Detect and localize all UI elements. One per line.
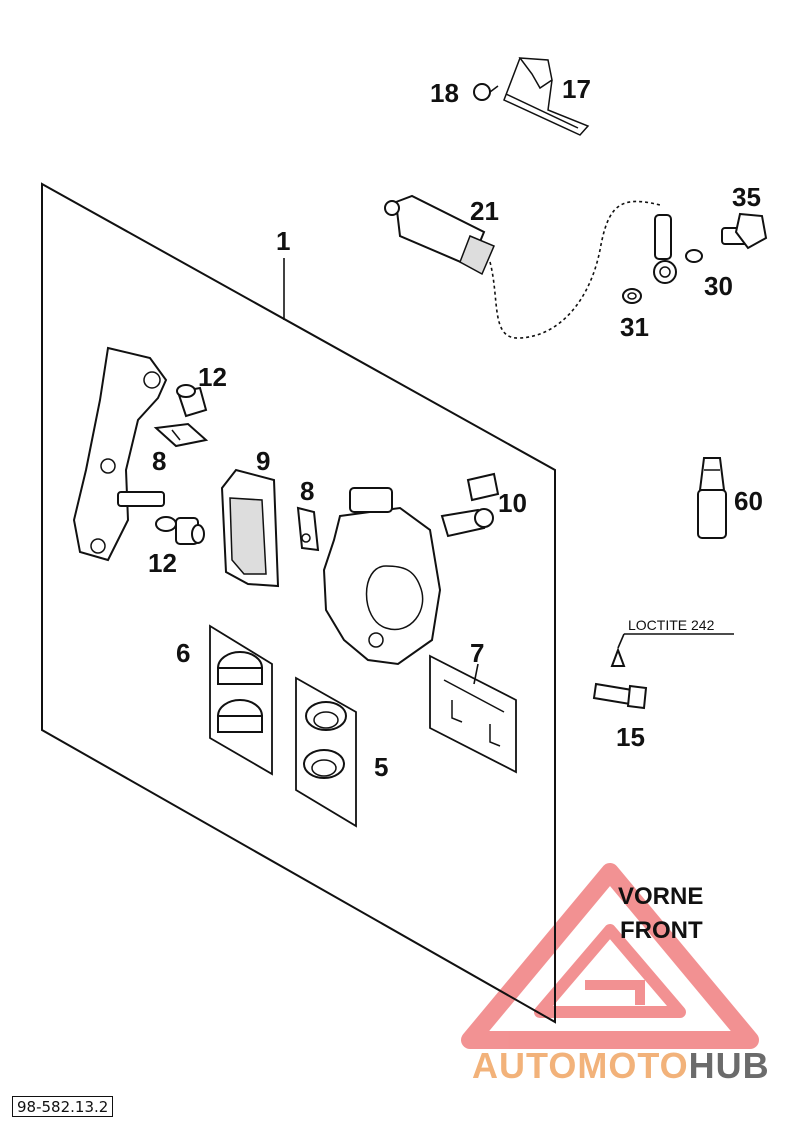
callout-18: 18 [430,78,459,108]
callout-12-lower: 12 [148,548,177,578]
callout-31: 31 [620,312,649,342]
threadlocker-bottle-part [697,457,727,539]
callout-21: 21 [470,196,499,226]
drawing-number: 98-582.13.2 [12,1096,114,1117]
pad-pin-kit-box [429,654,517,774]
callout-1: 1 [276,226,290,256]
loctite-note: LOCTITE 242 [628,617,715,633]
watermark-text-part2: HUB [689,1045,770,1086]
callout-30: 30 [704,271,733,301]
front-label-line1: VORNE [618,883,703,910]
sealing-washer-lower [622,288,642,304]
callout-17: 17 [562,74,591,104]
leader-7 [473,663,479,685]
callout-6: 6 [176,638,190,668]
callout-35: 35 [732,182,761,212]
pad-spring-clip-upper [153,422,209,448]
callout-5: 5 [374,752,388,782]
caliper-bolt-part [592,647,648,710]
watermark-logo [461,863,759,1049]
brake-pad-part [220,468,280,588]
caliper-body-part [322,487,442,666]
piston-kit-box [209,624,273,776]
pad-spring-clip-lower [296,506,320,552]
banjo-bolt-part [721,212,768,250]
bleeder-cap-part [440,508,494,538]
callout-8-upper: 8 [152,446,166,476]
front-label-line2: FRONT [620,917,703,944]
callout-7: 7 [470,638,484,668]
watermark-text-part1: AUTOMOTO [472,1045,689,1086]
loctite-leader [617,633,625,649]
sealing-washer-upper [685,249,703,263]
caliper-assembly-board [41,182,556,1024]
rubber-boot-part [176,384,208,418]
brake-hose-line [489,200,661,339]
callout-60: 60 [734,486,763,516]
watermark-text: AUTOMOTOHUB [472,1045,770,1086]
callout-9: 9 [256,446,270,476]
guide-pin-part [155,516,205,545]
wire-clip-part [503,57,590,136]
brake-hose-boot [384,194,495,276]
banjo-fitting-part [653,214,677,284]
callout-12-upper: 12 [198,362,227,392]
caliper-bracket-part [72,346,168,562]
callout-10: 10 [498,488,527,518]
callout-8-lower: 8 [300,476,314,506]
bleeder-screw-part [466,472,500,502]
seal-kit-box [295,676,357,828]
screw-part [473,83,499,101]
callout-15: 15 [616,722,645,752]
